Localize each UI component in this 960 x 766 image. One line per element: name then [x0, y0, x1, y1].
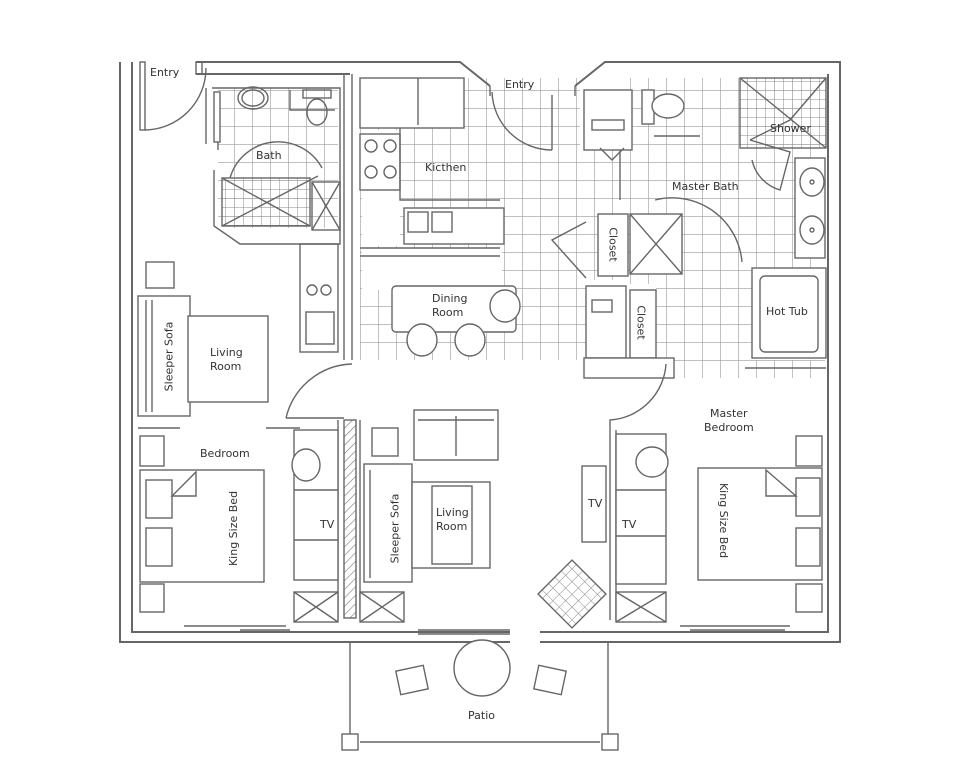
label-master-bedroom-2: Bedroom	[704, 421, 754, 434]
label-tv-left: TV	[320, 518, 335, 531]
right-tv-chair	[537, 433, 669, 629]
entry-door-left[interactable]	[139, 61, 207, 131]
label-tv-center: TV	[588, 497, 603, 510]
label-entry-left: Entry	[150, 66, 180, 79]
label-living-left-1: Living	[210, 346, 243, 359]
label-sleeper-sofa-left: Sleeper Sofa	[162, 321, 176, 392]
label-patio: Patio	[468, 709, 495, 722]
entry-door-center[interactable]	[489, 86, 576, 151]
label-shower: Shower	[770, 122, 811, 135]
closets	[550, 213, 683, 379]
label-master-bedroom-1: Master	[710, 407, 748, 420]
label-bedroom: Bedroom	[200, 447, 250, 460]
label-dining-2: Room	[432, 306, 464, 319]
patio-doors[interactable]	[184, 625, 790, 635]
master-bed	[697, 435, 823, 613]
label-dining-1: Dining	[432, 292, 468, 305]
exterior-walls	[119, 61, 841, 643]
label-closet-2: Closet	[634, 305, 648, 340]
label-living-center-2: Room	[436, 520, 468, 533]
label-living-center-1: Living	[436, 506, 469, 519]
label-master-bath: Master Bath	[672, 180, 739, 193]
dining-table	[391, 285, 521, 357]
left-desk-tv	[291, 429, 339, 623]
label-tv-right: TV	[622, 518, 637, 531]
label-sleeper-sofa-center: Sleeper Sofa	[388, 493, 402, 564]
label-entry-center: Entry	[505, 78, 535, 91]
label-living-left-2: Room	[210, 360, 242, 373]
label-bath: Bath	[256, 149, 282, 162]
left-suite-furniture	[137, 261, 300, 613]
center-living-furniture	[359, 409, 499, 623]
label-closet-1: Closet	[606, 227, 620, 262]
hot-tub	[745, 267, 827, 369]
label-kitchen: Kicthen	[425, 161, 467, 174]
label-hot-tub: Hot Tub	[766, 305, 808, 318]
kitchen	[359, 77, 505, 257]
label-king-bed-right: King Size Bed	[717, 482, 731, 559]
tiled-floors	[218, 78, 825, 378]
label-king-bed-left: King Size Bed	[227, 490, 241, 567]
master-bath	[583, 77, 827, 263]
bath	[205, 86, 341, 245]
patio	[341, 639, 619, 751]
